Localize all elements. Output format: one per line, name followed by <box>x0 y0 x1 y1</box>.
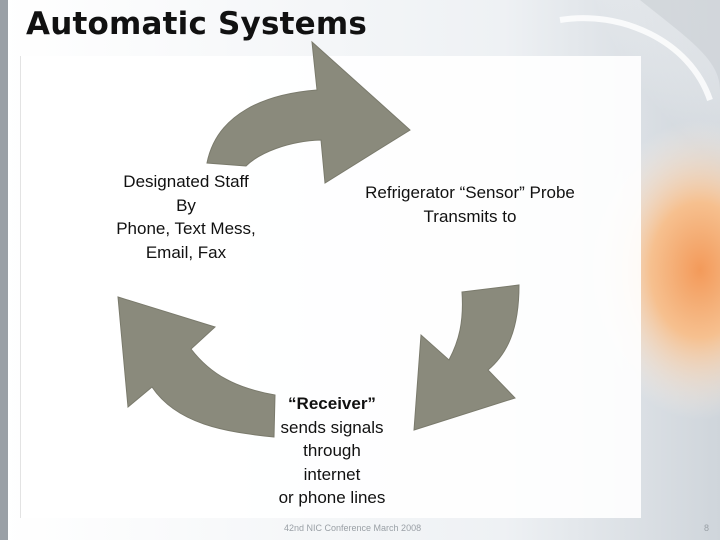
slide-title: Automatic Systems <box>26 6 367 42</box>
receiver-line-1: “Receiver” <box>288 394 376 413</box>
receiver-line-5: or phone lines <box>278 488 386 507</box>
sensor-line-1: Refrigerator “Sensor” Probe <box>365 183 575 202</box>
slide-footer: 42nd NIC Conference March 2008 <box>284 523 422 533</box>
receiver-label: “Receiver” sends signals through interne… <box>252 392 412 510</box>
receiver-line-3: through <box>303 441 361 460</box>
sensor-line-2: Transmits to <box>423 206 517 226</box>
page-number: 8 <box>704 523 710 533</box>
staff-line-2: By <box>176 195 196 215</box>
staff-line-1: Designated Staff <box>123 172 249 191</box>
arrow-sensor-to-receiver <box>413 284 520 431</box>
sensor-probe-label: Refrigerator “Sensor” Probe Transmits to <box>330 181 610 228</box>
receiver-line-2: sends signals <box>280 417 384 437</box>
staff-line-4: Email, Fax <box>145 242 227 262</box>
arrow-staff-to-sensor <box>206 40 411 184</box>
staff-line-3: Phone, Text Mess, <box>116 219 256 238</box>
staff-notification-label: Designated Staff By Phone, Text Mess, Em… <box>96 170 276 264</box>
arrow-receiver-to-staff <box>117 296 276 438</box>
receiver-line-4: internet <box>303 464 361 484</box>
